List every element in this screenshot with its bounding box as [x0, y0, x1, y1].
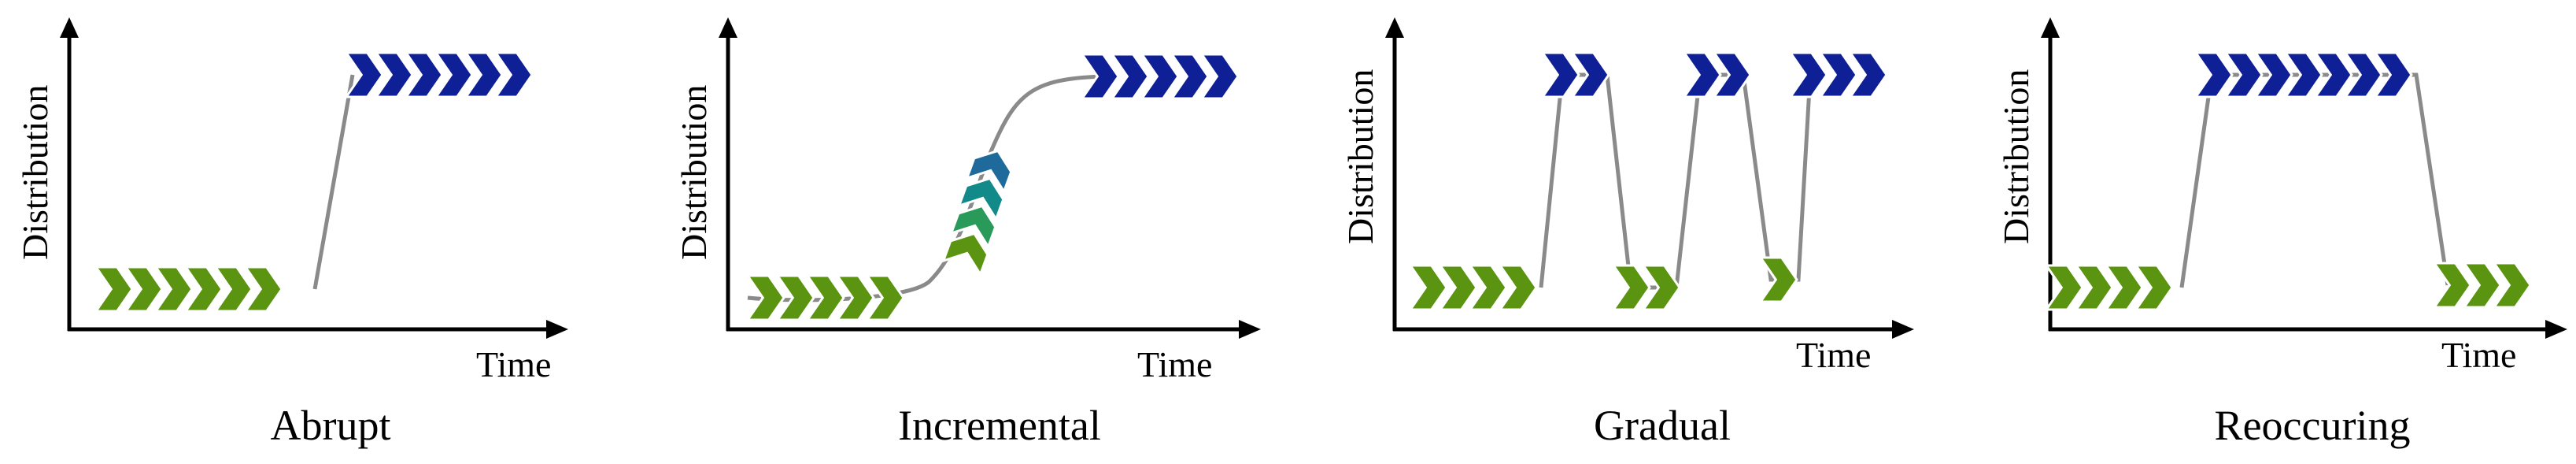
chevron-icon: [965, 149, 1013, 195]
chevron-icon: [2462, 262, 2502, 309]
chevron-icon: [434, 51, 474, 98]
chevron-icon: [1611, 264, 1651, 311]
chevron-icon: [865, 274, 905, 321]
old-concept-chevrons-2: [2432, 262, 2532, 309]
x-axis-label: Time: [1796, 335, 1871, 375]
chevron-icon: [2253, 51, 2293, 98]
y-axis-label: Distribution: [15, 85, 55, 260]
chevron-icon: [835, 274, 875, 321]
y-axis-arrowhead: [1385, 17, 1404, 38]
chevron-icon: [2223, 51, 2264, 98]
x-axis-arrowhead: [546, 320, 568, 339]
y-axis-arrowhead: [60, 17, 79, 38]
chevron-icon: [775, 274, 815, 321]
old-concept-chevrons: [94, 265, 283, 313]
new-concept-chevrons-1: [1540, 51, 1610, 98]
old-concept-chevrons-3: [1758, 256, 1798, 303]
chevron-icon: [1468, 264, 1508, 311]
old-concept-chevrons-2: [1611, 264, 1681, 311]
x-axis-label: Time: [476, 344, 551, 384]
chevron-icon: [124, 265, 164, 313]
x-axis-label: Time: [1137, 344, 1212, 384]
transition-chevrons: [941, 149, 1013, 277]
chevron-icon: [745, 274, 785, 321]
chevron-icon: [1140, 53, 1180, 100]
chevron-icon: [2193, 51, 2234, 98]
panel-abrupt: Distribution Time Abrupt: [15, 17, 568, 449]
chevron-icon: [464, 51, 504, 98]
old-concept-chevrons: [745, 274, 905, 321]
chevron-icon: [2283, 51, 2323, 98]
panel-gradual: Distribution Time Gradual: [1340, 17, 1914, 449]
drift-connector: [747, 74, 1103, 303]
new-concept-chevrons: [1080, 53, 1240, 100]
chevron-icon: [805, 274, 845, 321]
y-axis-arrowhead: [719, 17, 737, 38]
panel-incremental: Distribution Time Incremental: [674, 17, 1261, 449]
chevron-icon: [2104, 264, 2144, 311]
chevron-icon: [2373, 51, 2413, 98]
chevron-icon: [493, 51, 534, 98]
chevron-icon: [1788, 51, 1828, 98]
y-axis-label: Distribution: [1996, 69, 2036, 244]
chevron-icon: [1170, 53, 1210, 100]
chevron-icon: [1758, 256, 1798, 303]
chevron-icon: [1408, 264, 1448, 311]
chevron-icon: [1110, 53, 1150, 100]
chevron-icon: [2432, 262, 2472, 309]
y-axis-label: Distribution: [674, 85, 714, 260]
old-concept-chevrons-1: [1408, 264, 1538, 311]
panel-reoccuring: Distribution Time Reoccuring: [1996, 17, 2567, 449]
chevron-icon: [2044, 264, 2084, 311]
new-concept-chevrons: [344, 51, 534, 98]
chevron-icon: [404, 51, 444, 98]
drift-connector: [2179, 72, 2450, 288]
chevron-icon: [1848, 51, 1888, 98]
x-axis-arrowhead: [1239, 320, 1261, 339]
chevron-icon: [243, 265, 283, 313]
chevron-icon: [1818, 51, 1858, 98]
panel-title: Reoccuring: [2215, 402, 2411, 449]
chevron-icon: [153, 265, 194, 313]
drift-connector: [312, 74, 355, 290]
new-concept-chevrons-2: [1682, 51, 1752, 98]
chevron-icon: [1570, 51, 1610, 98]
chevron-icon: [1199, 53, 1240, 100]
chevron-icon: [183, 265, 224, 313]
chevron-icon: [344, 51, 384, 98]
chevron-icon: [941, 232, 989, 277]
chevron-icon: [1712, 51, 1752, 98]
panel-title: Abrupt: [271, 402, 391, 449]
chevron-icon: [2492, 262, 2532, 309]
chevron-icon: [2343, 51, 2383, 98]
chevron-icon: [957, 176, 1005, 222]
chevron-icon: [1080, 53, 1120, 100]
chevron-icon: [1641, 264, 1681, 311]
chevron-icon: [213, 265, 253, 313]
y-axis-arrowhead: [2041, 17, 2060, 38]
chevron-icon: [1540, 51, 1580, 98]
chevron-icon: [2134, 264, 2174, 311]
new-concept-chevrons: [2193, 51, 2413, 98]
chevron-icon: [1438, 264, 1478, 311]
chevron-icon: [1498, 264, 1538, 311]
new-concept-chevrons-3: [1788, 51, 1888, 98]
panel-title: Gradual: [1594, 402, 1731, 449]
chevron-icon: [949, 204, 997, 250]
y-axis-label: Distribution: [1340, 69, 1380, 244]
x-axis-arrowhead: [2545, 320, 2567, 339]
drift-connector: [1539, 72, 1813, 290]
old-concept-chevrons-1: [2044, 264, 2174, 311]
chevron-icon: [2313, 51, 2353, 98]
chevron-icon: [94, 265, 134, 313]
chevron-icon: [374, 51, 414, 98]
chevron-icon: [2074, 264, 2114, 311]
x-axis-label: Time: [2441, 335, 2516, 375]
x-axis-arrowhead: [1892, 320, 1914, 339]
panel-title: Incremental: [898, 402, 1101, 449]
chevron-icon: [1682, 51, 1722, 98]
